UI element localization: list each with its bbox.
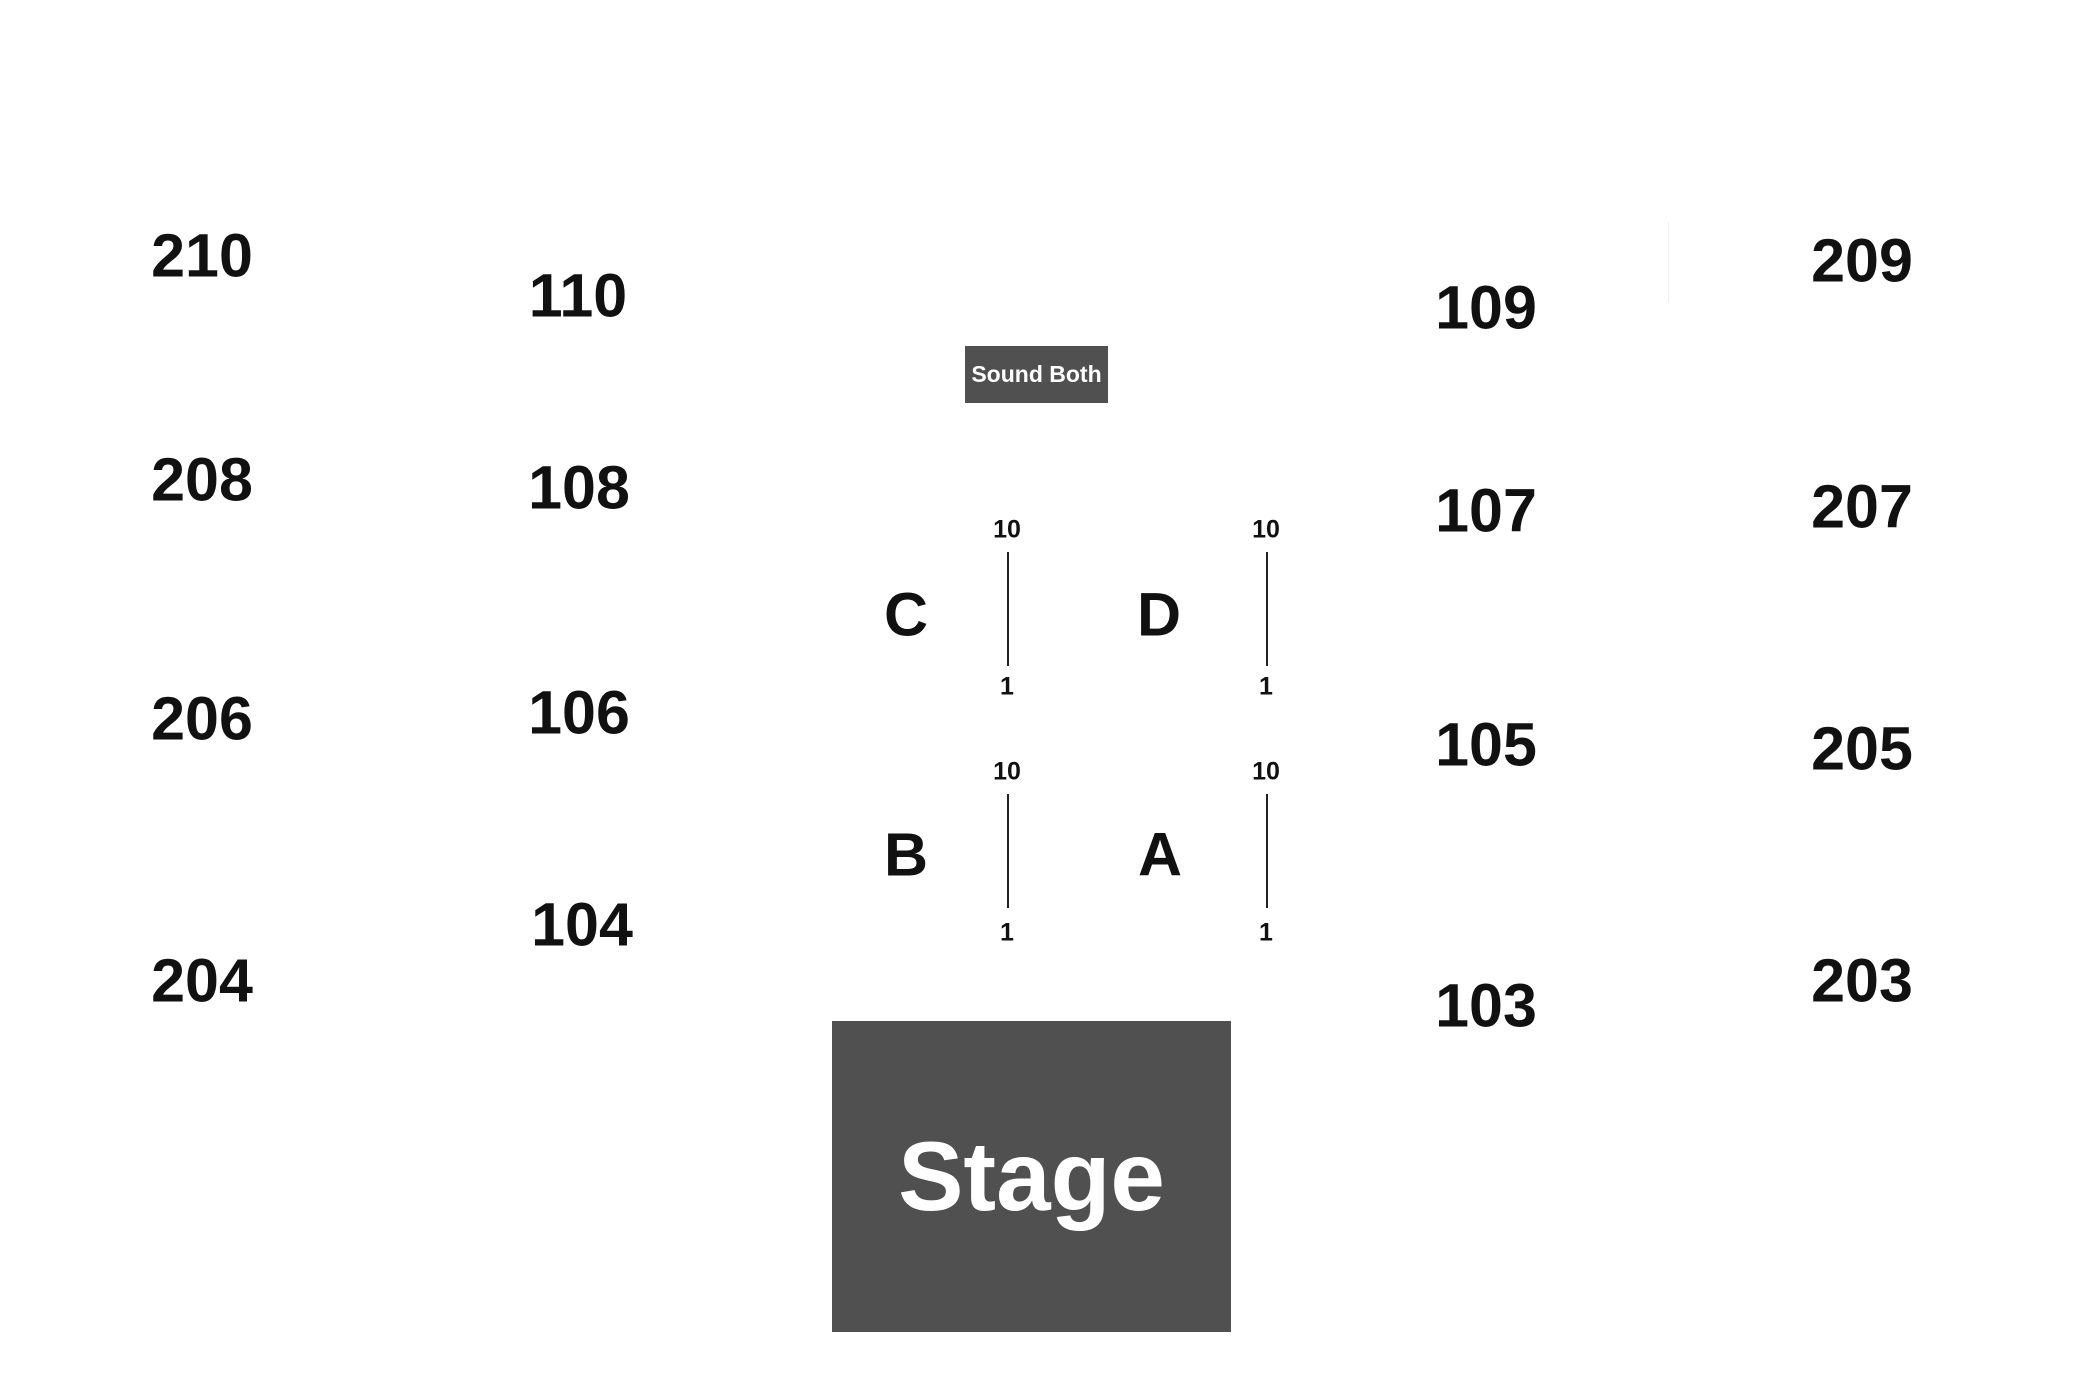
section-105[interactable]: 105 — [1435, 710, 1537, 779]
row-line-b — [1007, 794, 1009, 908]
section-107[interactable]: 107 — [1435, 476, 1537, 545]
section-207[interactable]: 207 — [1811, 472, 1913, 541]
section-204[interactable]: 204 — [151, 946, 253, 1015]
row-line-d — [1266, 552, 1268, 666]
floor-section-d[interactable]: D — [1136, 580, 1182, 649]
divider-line — [1668, 222, 1669, 302]
section-109[interactable]: 109 — [1435, 273, 1537, 342]
section-208[interactable]: 208 — [151, 445, 253, 514]
stage: Stage — [832, 1021, 1231, 1332]
section-209[interactable]: 209 — [1811, 226, 1913, 295]
row-label-b-1: 1 — [1000, 918, 1014, 947]
floor-section-b[interactable]: B — [883, 820, 929, 889]
sound-booth: Sound Both — [965, 346, 1108, 403]
row-label-c-10: 10 — [993, 515, 1021, 544]
row-label-a-10: 10 — [1252, 757, 1280, 786]
floor-section-c[interactable]: C — [883, 580, 929, 649]
section-203[interactable]: 203 — [1811, 946, 1913, 1015]
section-205[interactable]: 205 — [1811, 714, 1913, 783]
section-210[interactable]: 210 — [151, 221, 253, 290]
row-label-a-1: 1 — [1259, 918, 1273, 947]
section-110[interactable]: 110 — [528, 261, 628, 330]
floor-section-a[interactable]: A — [1137, 820, 1183, 889]
row-label-c-1: 1 — [1000, 672, 1014, 701]
row-label-b-10: 10 — [993, 757, 1021, 786]
section-104[interactable]: 104 — [531, 890, 633, 959]
row-line-c — [1007, 552, 1009, 666]
section-206[interactable]: 206 — [151, 684, 253, 753]
section-106[interactable]: 106 — [528, 678, 630, 747]
section-103[interactable]: 103 — [1435, 971, 1537, 1040]
section-108[interactable]: 108 — [528, 453, 630, 522]
row-label-d-1: 1 — [1259, 672, 1273, 701]
row-line-a — [1266, 794, 1268, 908]
row-label-d-10: 10 — [1252, 515, 1280, 544]
